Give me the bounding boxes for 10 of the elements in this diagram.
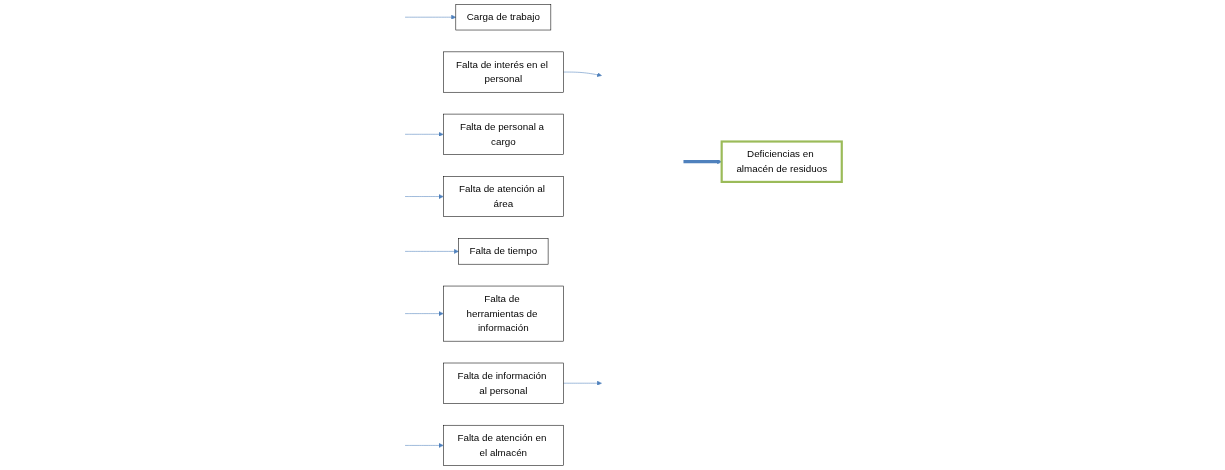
node-box: Falta de herramientas de información: [443, 285, 564, 342]
node-box: Falta de atención al área: [443, 176, 564, 217]
node-box: Deficiencias en almacén de residuos: [720, 140, 843, 183]
node-box: Falta de interés en el personal: [443, 51, 564, 93]
node-box: Falta de atención en el almacén: [443, 424, 564, 466]
node-box: Carga de trabajo: [455, 4, 552, 31]
node-box: Falta de tiempo: [458, 238, 549, 265]
arrow: [683, 159, 722, 165]
node-box: Falta de información al personal: [443, 362, 564, 404]
node-box: Falta de personal a cargo: [443, 113, 564, 155]
